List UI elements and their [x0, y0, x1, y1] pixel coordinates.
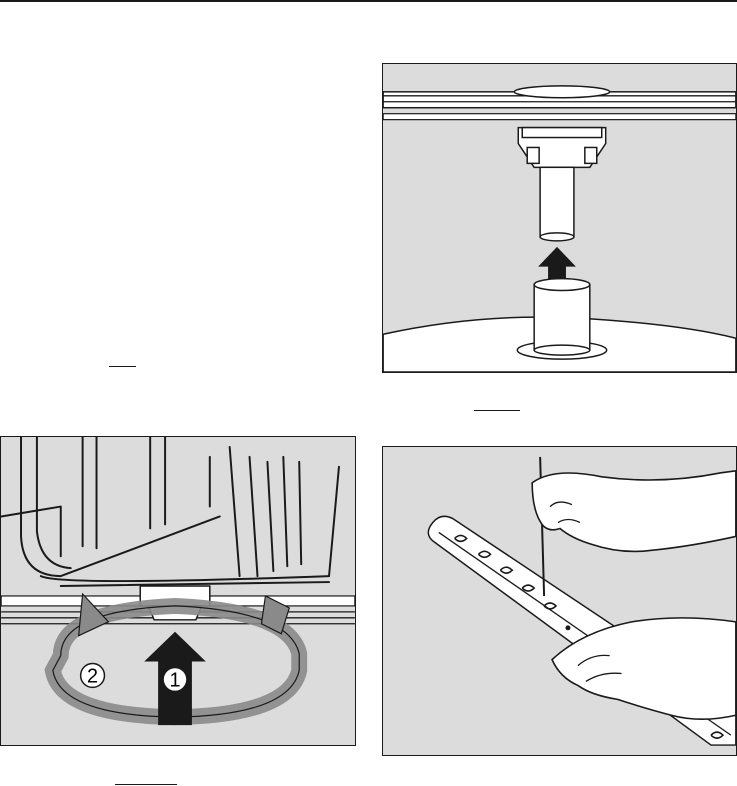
text-underline-2 — [474, 410, 520, 411]
step-2-label: 2 — [87, 665, 98, 687]
lower-spray-arm-illustration: 2 1 — [1, 437, 355, 745]
figure-lower-spray-arm-removal: 2 1 — [0, 436, 356, 746]
page-top-rule — [0, 0, 737, 2]
spray-arm-mount-illustration — [383, 64, 736, 372]
figure-spray-arm-nozzle-cleaning — [382, 446, 737, 756]
nozzle-cleaning-illustration — [383, 447, 736, 755]
step-1-label: 1 — [169, 669, 180, 691]
text-underline-3 — [115, 784, 177, 785]
text-underline-1 — [109, 366, 136, 367]
figure-spray-arm-mount — [382, 63, 737, 373]
